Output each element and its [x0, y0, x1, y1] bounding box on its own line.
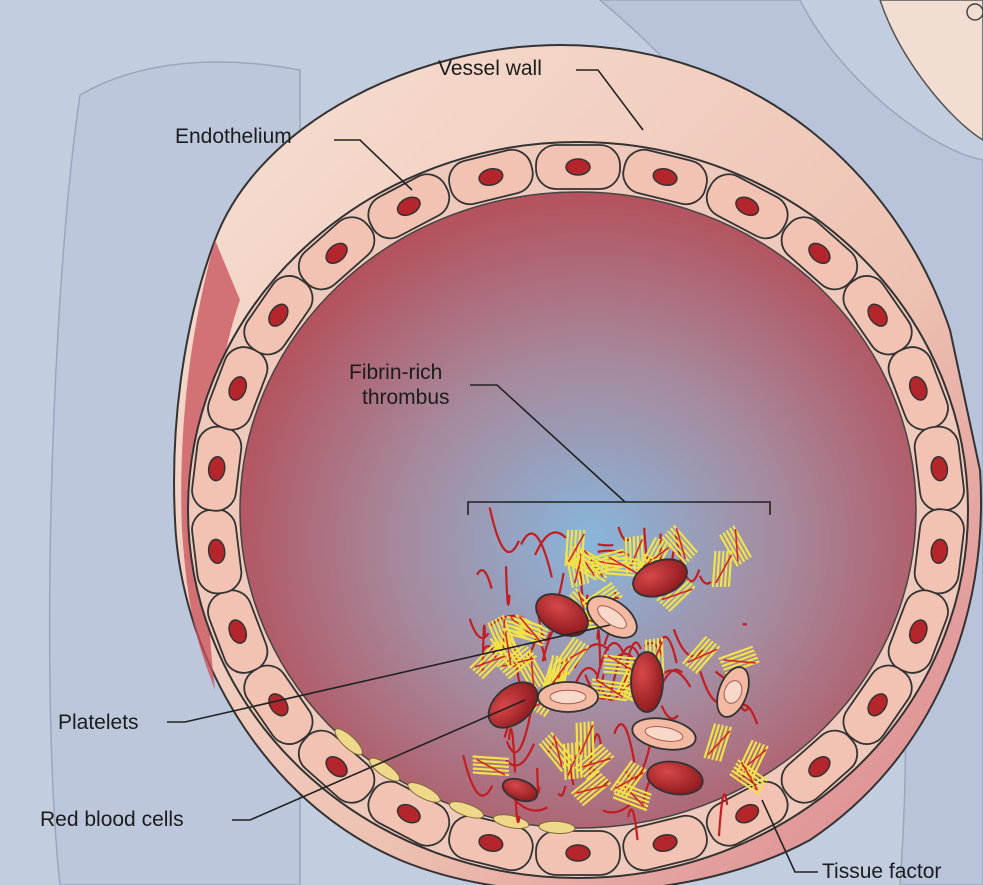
- nucleus: [566, 845, 590, 861]
- tissue-factor-label: Tissue factor: [822, 859, 941, 884]
- thrombus-label-line2: thrombus: [362, 385, 450, 410]
- platelets-label: Platelets: [58, 710, 139, 735]
- platelet-center: [550, 690, 586, 704]
- fibrin-bundle: [574, 721, 597, 759]
- endothelial-cell: [536, 145, 620, 189]
- nucleus: [566, 159, 590, 175]
- vessel-wall-label: Vessel wall: [438, 56, 542, 81]
- red-blood-cells-label: Red blood cells: [40, 807, 184, 832]
- endothelium-label: Endothelium: [175, 124, 292, 149]
- thrombus-label-line1: Fibrin-rich: [349, 360, 442, 385]
- red-blood-cell: [631, 652, 663, 712]
- fibrin-strand: [598, 544, 613, 545]
- endothelial-cell: [536, 831, 620, 875]
